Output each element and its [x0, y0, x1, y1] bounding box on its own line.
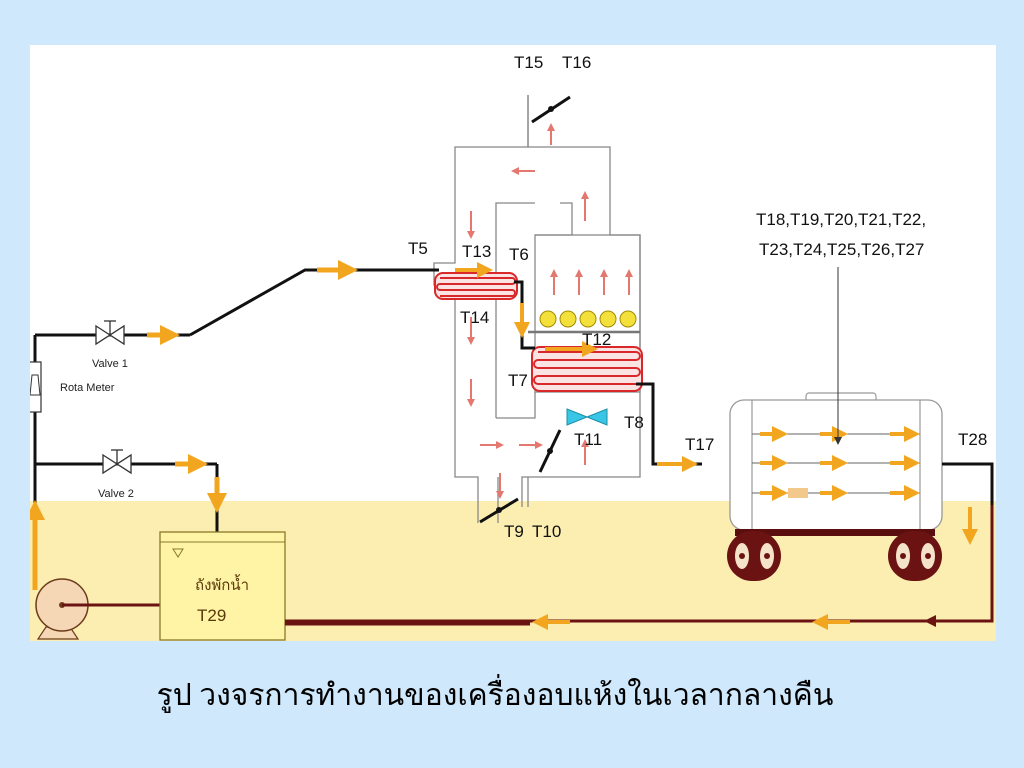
damper-middle-icon[interactable]: [538, 429, 562, 473]
rota-meter-icon: [30, 361, 42, 413]
label-t8: T8: [624, 413, 644, 432]
heating-coil-upper: [434, 272, 518, 300]
rota-meter-label: Rota Meter: [60, 382, 115, 394]
label-t12: T12: [582, 330, 611, 349]
wheel-right-icon: [888, 531, 942, 581]
sensor-pointer-head: [834, 437, 842, 445]
label-t15: T15: [514, 53, 543, 72]
label-t14: T14: [460, 308, 489, 327]
left-flow-arrows: [30, 260, 358, 590]
label-t5: T5: [408, 239, 428, 258]
label-t11: T11: [574, 430, 602, 449]
label-t10: T10: [532, 522, 561, 541]
valve-2-icon[interactable]: [102, 449, 132, 475]
t29-label: T29: [197, 606, 226, 625]
heating-coil-lower: [531, 346, 643, 392]
diagram-panel: Valve 1 Rota Meter Valve 2 ถังพักน้ำ T29: [30, 45, 996, 641]
pump-icon[interactable]: [35, 578, 160, 640]
label-t17: T17: [685, 435, 714, 454]
figure-caption: รูป วงจรการทำงานของเครื่องอบแห้งในเวลากล…: [156, 679, 834, 712]
internal-flow-arrows: [455, 262, 698, 472]
valve-1-label: Valve 1: [92, 358, 128, 370]
label-t9: T9: [504, 522, 524, 541]
label-t28: T28: [958, 430, 987, 449]
return-pipe: [285, 462, 994, 627]
label-t6: T6: [509, 245, 529, 264]
valve-1-icon[interactable]: [95, 320, 125, 346]
trailer-chassis: [735, 529, 935, 536]
chamber-flow-arrows: [760, 426, 920, 501]
valve-2-label: Valve 2: [98, 488, 134, 500]
wheel-left-icon: [727, 531, 781, 581]
product-cylinders: [539, 310, 637, 328]
label-t7: T7: [508, 371, 528, 390]
air-flow-arrows: [467, 123, 633, 499]
damper-bottom-icon[interactable]: [479, 497, 519, 524]
return-flow-arrows: [532, 507, 978, 630]
tank-name: ถังพักน้ำ: [195, 574, 249, 594]
label-sensor-group-line2: T23,T24,T25,T26,T27: [759, 240, 924, 259]
damper-top-icon[interactable]: [531, 95, 571, 124]
fan-icon[interactable]: [566, 408, 608, 426]
storage-tank: [159, 531, 286, 641]
label-t16: T16: [562, 53, 591, 72]
label-sensor-group-line1: T18,T19,T20,T21,T22,: [756, 210, 926, 229]
label-t13: T13: [462, 242, 491, 261]
